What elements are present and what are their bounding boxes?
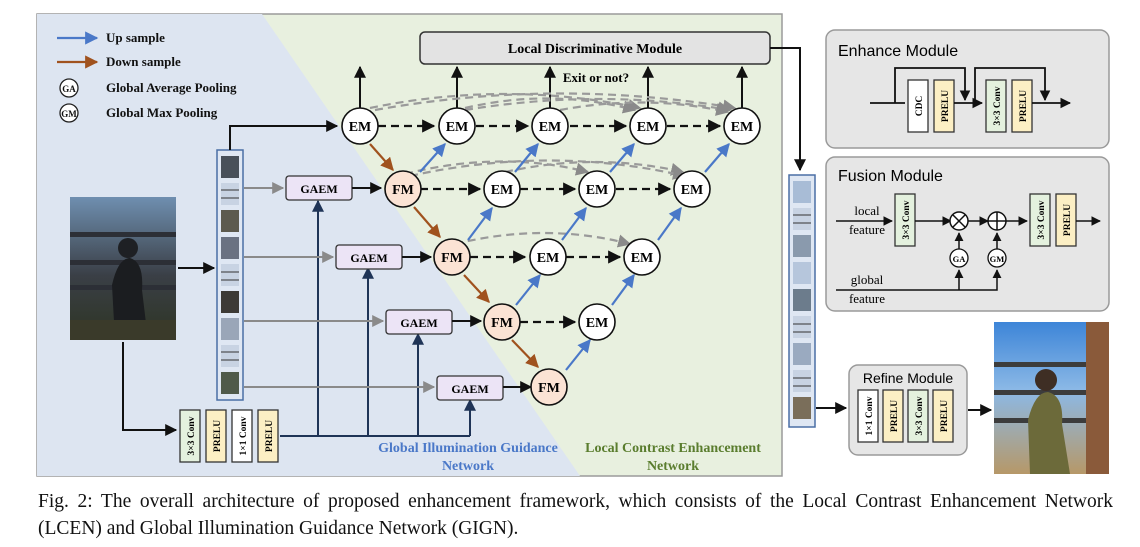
guidance-lines [280, 199, 476, 437]
svg-text:EM: EM [491, 183, 514, 198]
svg-text:Network: Network [647, 459, 699, 474]
svg-text:Refine Module: Refine Module [863, 370, 953, 386]
svg-text:EM: EM [586, 183, 609, 198]
svg-text:PRELU: PRELU [941, 90, 951, 122]
svg-text:PRELU: PRELU [890, 400, 900, 432]
legend-down-sample: Down sample [106, 54, 181, 69]
svg-text:feature: feature [849, 222, 885, 237]
svg-text:EM: EM [446, 120, 469, 135]
svg-text:1×1 Conv: 1×1 Conv [239, 416, 249, 455]
fm-node: FM [530, 368, 568, 406]
svg-text:Global Illumination Guidance: Global Illumination Guidance [378, 441, 558, 456]
svg-text:EM: EM [631, 251, 654, 266]
svg-text:PRELU: PRELU [265, 420, 275, 452]
fm-node: FM [483, 303, 521, 341]
gap-icon [59, 78, 79, 98]
legend: Up sample Down sample GA Global Average … [57, 30, 237, 123]
svg-text:EM: EM [586, 316, 609, 331]
gign-region [37, 14, 580, 476]
svg-text:FM: FM [392, 183, 414, 198]
output-image [994, 322, 1109, 474]
svg-text:GAEM: GAEM [400, 316, 437, 330]
svg-text:3×3 Conv: 3×3 Conv [1037, 200, 1047, 239]
svg-text:3×3 Conv: 3×3 Conv [993, 86, 1003, 125]
svg-text:GM: GM [990, 254, 1005, 264]
local-discriminative-module: Local Discriminative Module Exit or not? [419, 31, 771, 85]
architecture-diagram: Up sample Down sample GA Global Average … [36, 13, 1110, 477]
svg-text:CDC: CDC [915, 96, 925, 117]
fusion-module-panel: Fusion Module local feature 3×3 Conv 3×3… [825, 156, 1110, 312]
svg-text:EM: EM [349, 120, 372, 135]
svg-text:Fusion Module: Fusion Module [838, 168, 943, 185]
svg-text:global: global [851, 272, 884, 287]
svg-text:1×1 Conv: 1×1 Conv [865, 396, 875, 435]
svg-text:FM: FM [441, 251, 463, 266]
em-node: EM [341, 107, 379, 145]
legend-gmp-label: Global Max Pooling [106, 105, 218, 120]
refine-module-panel: Refine Module 1×1 Conv PRELU 3×3 Conv PR… [848, 364, 968, 456]
svg-text:EM: EM [539, 120, 562, 135]
em-node: EM [483, 170, 521, 208]
svg-text:Local Discriminative Module: Local Discriminative Module [508, 42, 682, 57]
fm-node: FM [433, 238, 471, 276]
legend-up-sample: Up sample [106, 30, 165, 45]
em-node: EM [578, 303, 616, 341]
em-node: EM [673, 170, 711, 208]
svg-text:Enhance Module: Enhance Module [838, 43, 958, 60]
em-node: EM [723, 107, 761, 145]
gmp-icon [59, 103, 79, 123]
svg-text:FM: FM [538, 381, 560, 396]
svg-text:3×3 Conv: 3×3 Conv [915, 396, 925, 435]
svg-text:FM: FM [491, 316, 513, 331]
em-node: EM [578, 170, 616, 208]
em-nodes: EM EM EM EM EM EM EM EM EM EM EM [341, 107, 761, 341]
svg-text:EM: EM [537, 251, 560, 266]
feature-strip-left [216, 149, 244, 401]
svg-text:GM: GM [61, 109, 77, 119]
em-node: EM [623, 238, 661, 276]
svg-text:EM: EM [731, 120, 754, 135]
gign-label: Global Illumination Guidance Network [378, 441, 558, 474]
svg-text:GA: GA [953, 254, 967, 264]
figure-caption: Fig. 2: The overall architecture of prop… [38, 491, 1113, 539]
em-node: EM [529, 238, 567, 276]
svg-text:PRELU: PRELU [213, 420, 223, 452]
svg-text:GAEM: GAEM [300, 182, 337, 196]
svg-text:GAEM: GAEM [451, 382, 488, 396]
fm-nodes: FM FM FM FM [384, 170, 568, 406]
svg-text:EM: EM [637, 120, 660, 135]
feature-strip-right [788, 174, 816, 428]
svg-text:Local Contrast Enhancement: Local Contrast Enhancement [585, 441, 761, 456]
svg-text:local: local [854, 203, 880, 218]
svg-text:EM: EM [681, 183, 704, 198]
input-image [70, 197, 176, 340]
svg-text:3×3 Conv: 3×3 Conv [187, 416, 197, 455]
skip-connections [369, 92, 737, 248]
svg-text:3×3 Conv: 3×3 Conv [902, 200, 912, 239]
enhance-module-panel: Enhance Module CDC PRELU 3×3 Conv PRELU [825, 29, 1110, 149]
stem-block: 3×3 Conv PRELU 1×1 Conv PRELU [179, 409, 279, 463]
svg-text:feature: feature [849, 291, 885, 306]
em-node: EM [629, 107, 667, 145]
svg-text:PRELU: PRELU [940, 400, 950, 432]
lcen-label: Local Contrast Enhancement Network [585, 441, 761, 474]
exit-label: Exit or not? [563, 70, 629, 85]
svg-text:PRELU: PRELU [1063, 204, 1073, 236]
em-node: EM [531, 107, 569, 145]
svg-text:GAEM: GAEM [350, 251, 387, 265]
svg-text:PRELU: PRELU [1019, 90, 1029, 122]
svg-text:GA: GA [62, 84, 76, 94]
legend-gap-label: Global Average Pooling [106, 80, 237, 95]
svg-text:Network: Network [442, 459, 494, 474]
em-node: EM [438, 107, 476, 145]
fm-node: FM [384, 170, 422, 208]
